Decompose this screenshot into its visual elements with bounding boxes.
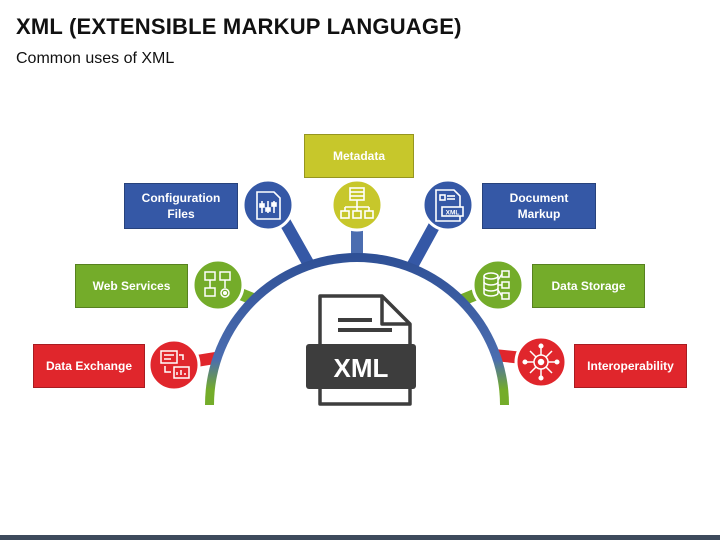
sitemap-icon bbox=[340, 187, 374, 219]
data-exchange-label: Data Exchange bbox=[45, 358, 133, 373]
metadata-label: Metadata bbox=[332, 148, 385, 163]
database-icon bbox=[483, 270, 510, 300]
svg-text:XML: XML bbox=[446, 210, 460, 217]
page-title: XML (EXTENSIBLE MARKUP LANGUAGE) bbox=[16, 14, 462, 39]
document-label-line1: Document bbox=[509, 190, 569, 205]
interoperability-icon bbox=[522, 343, 560, 381]
settings-file-icon bbox=[256, 191, 281, 220]
bottom-bar bbox=[0, 535, 720, 540]
node-web bbox=[191, 258, 245, 312]
interoperability-box: Interoperability bbox=[574, 344, 687, 388]
document-markup-box: Document Markup bbox=[482, 183, 596, 229]
config-label-line1: Configuration bbox=[141, 190, 221, 205]
web-services-box: Web Services bbox=[75, 264, 188, 308]
data-storage-box: Data Storage bbox=[532, 264, 645, 308]
xml-file-icon: XML bbox=[306, 294, 416, 406]
data-exchange-box: Data Exchange bbox=[33, 344, 145, 388]
config-files-box: Configuration Files bbox=[124, 183, 238, 229]
center-label: XML bbox=[334, 353, 389, 383]
config-label-line2: Files bbox=[167, 207, 195, 221]
interoperability-label: Interoperability bbox=[587, 358, 674, 373]
network-settings-icon bbox=[204, 271, 231, 298]
page-subtitle: Common uses of XML bbox=[16, 50, 175, 67]
node-exchange bbox=[147, 338, 201, 392]
xml-document-icon: XML bbox=[435, 189, 464, 222]
node-document bbox=[421, 178, 475, 232]
web-services-label: Web Services bbox=[92, 278, 171, 293]
metadata-box: Metadata bbox=[304, 134, 414, 178]
data-exchange-icon bbox=[160, 350, 190, 379]
data-storage-label: Data Storage bbox=[551, 278, 626, 293]
document-label-line2: Markup bbox=[517, 207, 561, 221]
